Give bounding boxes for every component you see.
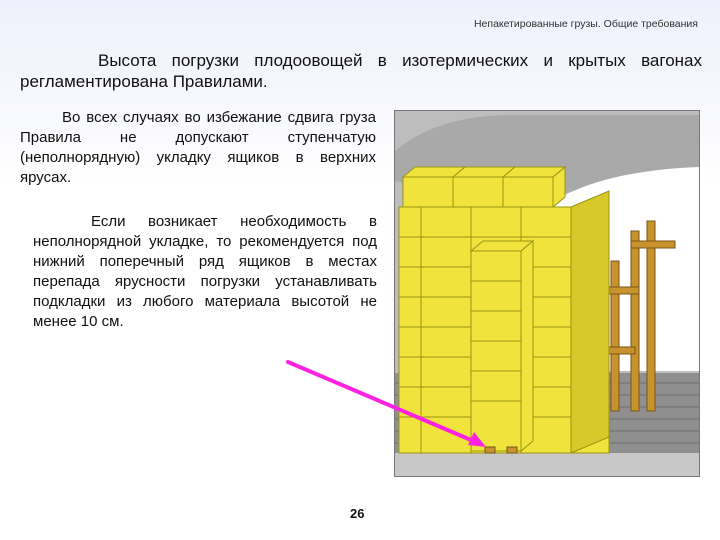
lead-paragraph: Высота погрузки плодоовощей в изотермиче… [20,51,702,91]
paragraph-spacers: Если возникает необходимость в неполноря… [33,213,377,330]
paragraph-stepped-loading: Во всех случаях во избежание сдвига груз… [20,109,376,186]
box-stack-drawing [395,111,699,476]
page-number: 26 [350,506,365,521]
wagon-loading-illustration [394,110,700,477]
slide-header: Непакетированные грузы. Общие требования [473,18,698,30]
